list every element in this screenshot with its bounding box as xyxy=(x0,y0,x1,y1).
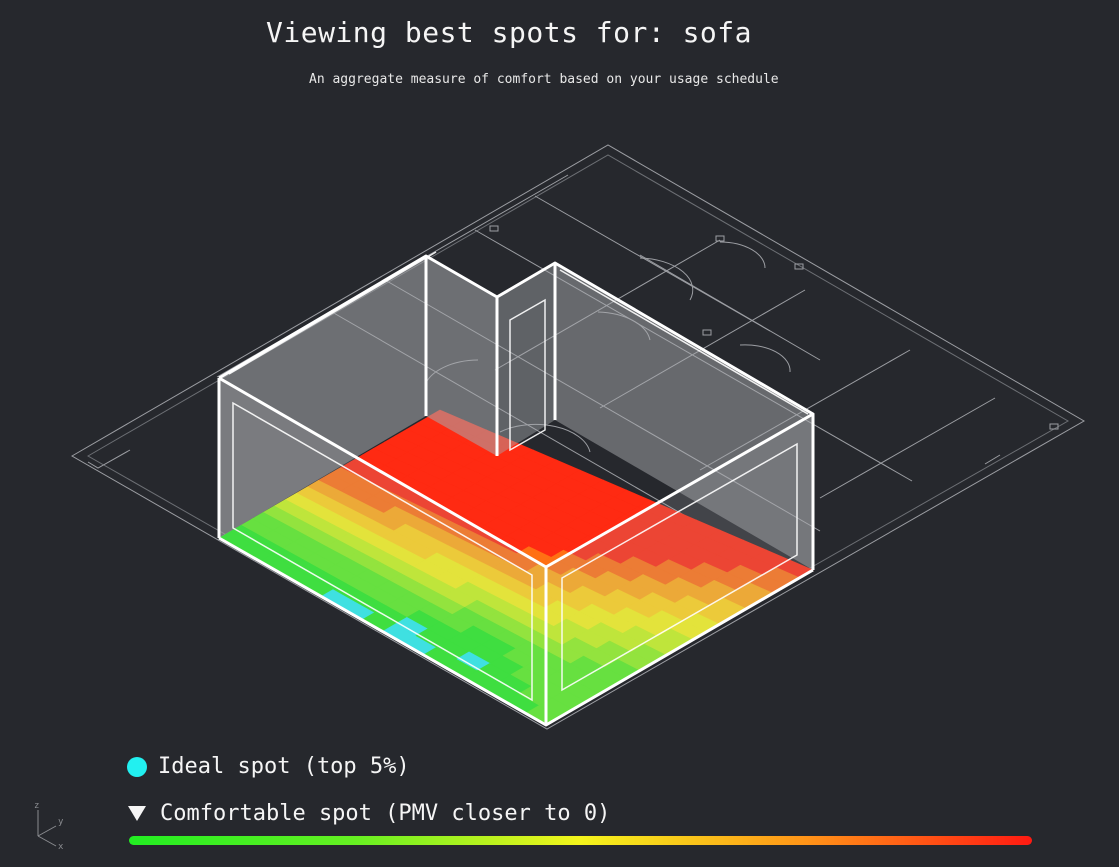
legend-comfortable-spot: Comfortable spot (PMV closer to 0) xyxy=(127,801,610,826)
page-subtitle: An aggregate measure of comfort based on… xyxy=(309,72,779,87)
comfort-gradient-bar xyxy=(129,836,1032,845)
room-walls xyxy=(217,251,815,727)
circle-icon xyxy=(127,756,147,777)
legend-comfortable-label: Comfortable spot (PMV closer to 0) xyxy=(160,801,611,826)
axis-gizmo-icon: z y x xyxy=(34,801,64,850)
axis-z-label: z xyxy=(34,801,39,811)
axis-y-label: y xyxy=(58,817,64,827)
legend-ideal-label: Ideal spot (top 5%) xyxy=(158,754,410,779)
comfort-heatmap[interactable] xyxy=(218,409,814,726)
triangle-down-icon xyxy=(128,806,146,821)
legend-ideal-spot: Ideal spot (top 5%) xyxy=(127,754,410,779)
axis-x-label: x xyxy=(58,842,64,850)
page-title: Viewing best spots for: sofa xyxy=(266,16,753,49)
